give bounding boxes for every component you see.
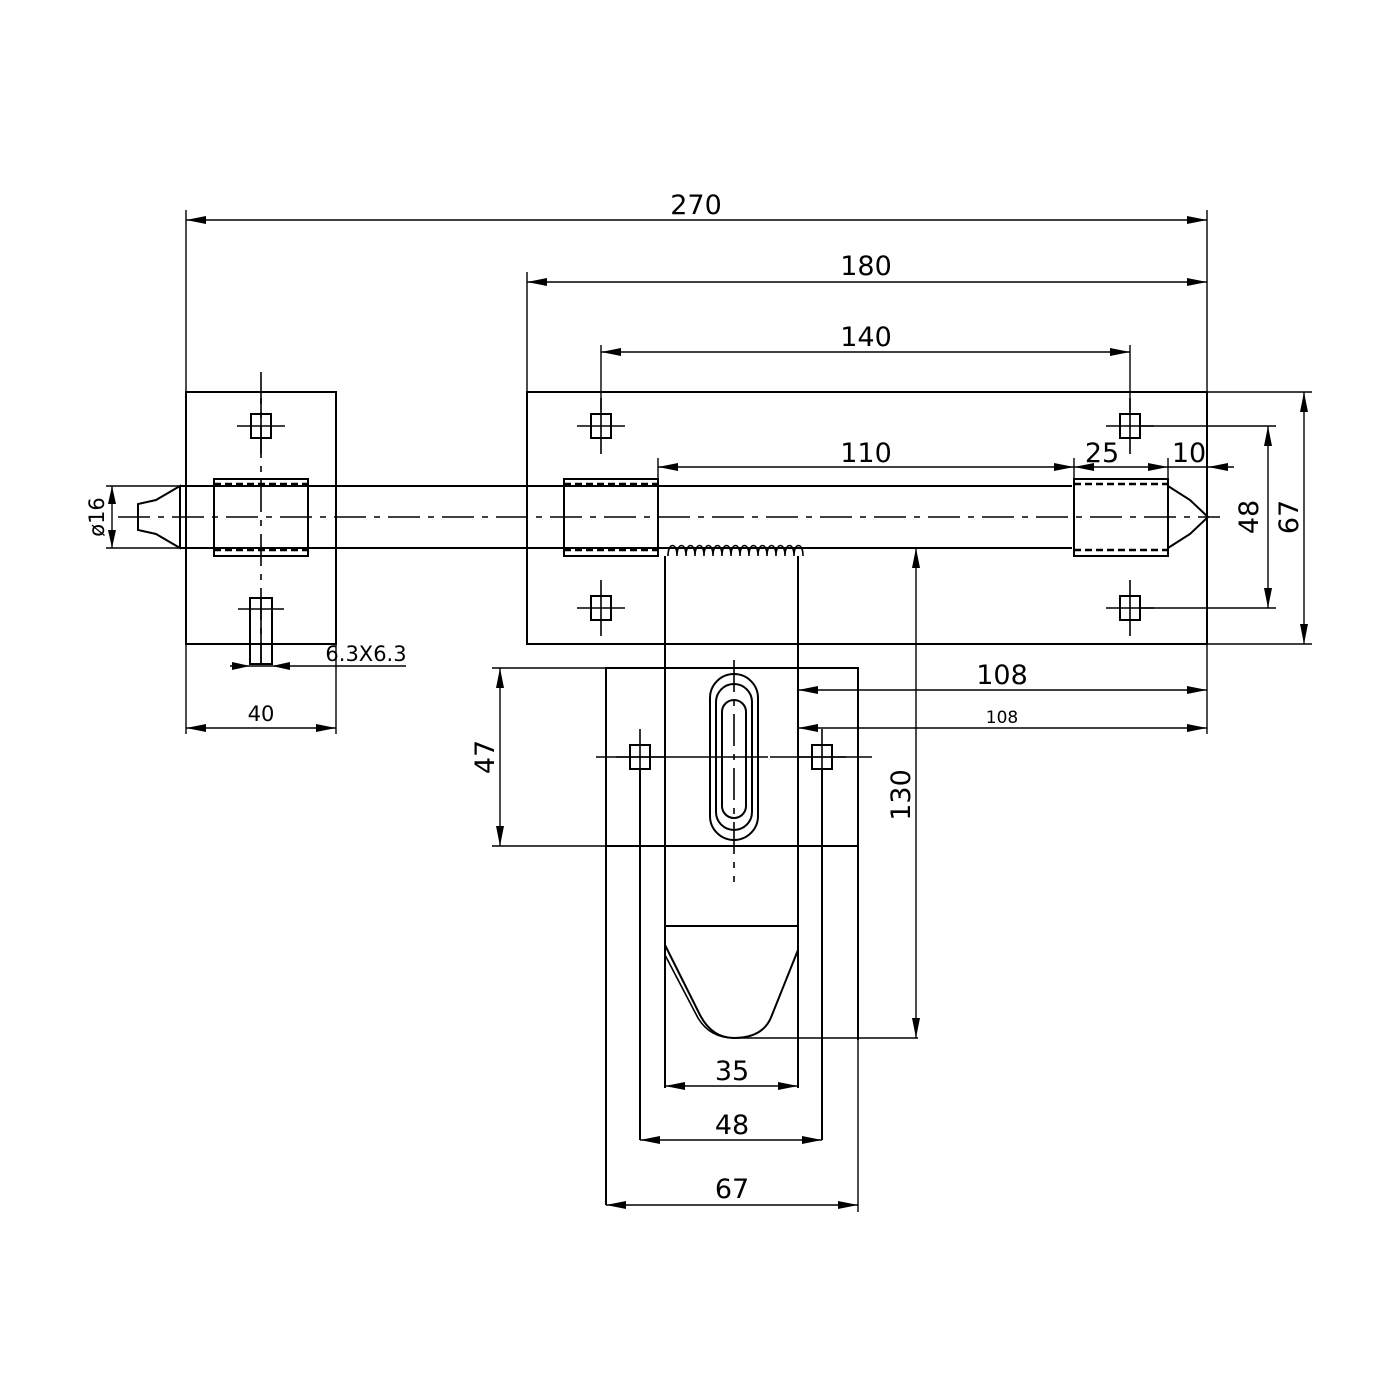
bolt-right-tip: [1167, 484, 1210, 550]
handle-grip: [664, 925, 918, 1040]
dim-overall-length: 270: [670, 190, 722, 221]
dim-main-plate-height: 67: [1274, 500, 1305, 534]
handle-slot: [700, 660, 768, 882]
dim-receiver-plate-width: 67: [715, 1174, 749, 1205]
main-plate: [526, 391, 1210, 645]
dim-receiver-offset-top: 108: [976, 660, 1028, 691]
dim-handle-width: 35: [715, 1056, 749, 1087]
dim-square-hole-size: 6.3X6.3: [325, 642, 406, 666]
dim-receiver-offset-bottom: 108: [986, 708, 1018, 728]
dim-receiver-plate-height: 47: [470, 740, 501, 774]
dim-main-plate-length: 180: [840, 251, 892, 282]
dim-handle-drop: 130: [886, 769, 917, 821]
keeper-plate: [185, 372, 337, 665]
handle-assembly: [596, 556, 918, 1205]
dim-main-hole-vertical-spacing: 48: [1234, 500, 1265, 534]
keeper-top-hole-icon: [236, 397, 286, 455]
dim-bolt-sleeve: 25: [1085, 438, 1119, 469]
spring-coil: [667, 544, 804, 557]
dim-receiver-hole-spacing: 48: [715, 1110, 749, 1141]
dimension-lines: [106, 210, 1312, 1212]
dim-keeper-width: 40: [248, 702, 275, 726]
dim-bolt-diameter: ø16: [85, 497, 109, 537]
dim-bolt-tip: 10: [1172, 438, 1206, 469]
dim-main-hole-spacing: 140: [840, 322, 892, 353]
main-sleeve-left: [563, 478, 659, 557]
dimension-labels: 270 180 140 110 25 10 48 67 ø16 6.3X6.3 …: [85, 190, 1305, 1205]
main-hole-bottom-left-icon: [576, 579, 626, 637]
dim-spring-length: 110: [840, 438, 892, 469]
bolt-rod: [118, 484, 1220, 550]
